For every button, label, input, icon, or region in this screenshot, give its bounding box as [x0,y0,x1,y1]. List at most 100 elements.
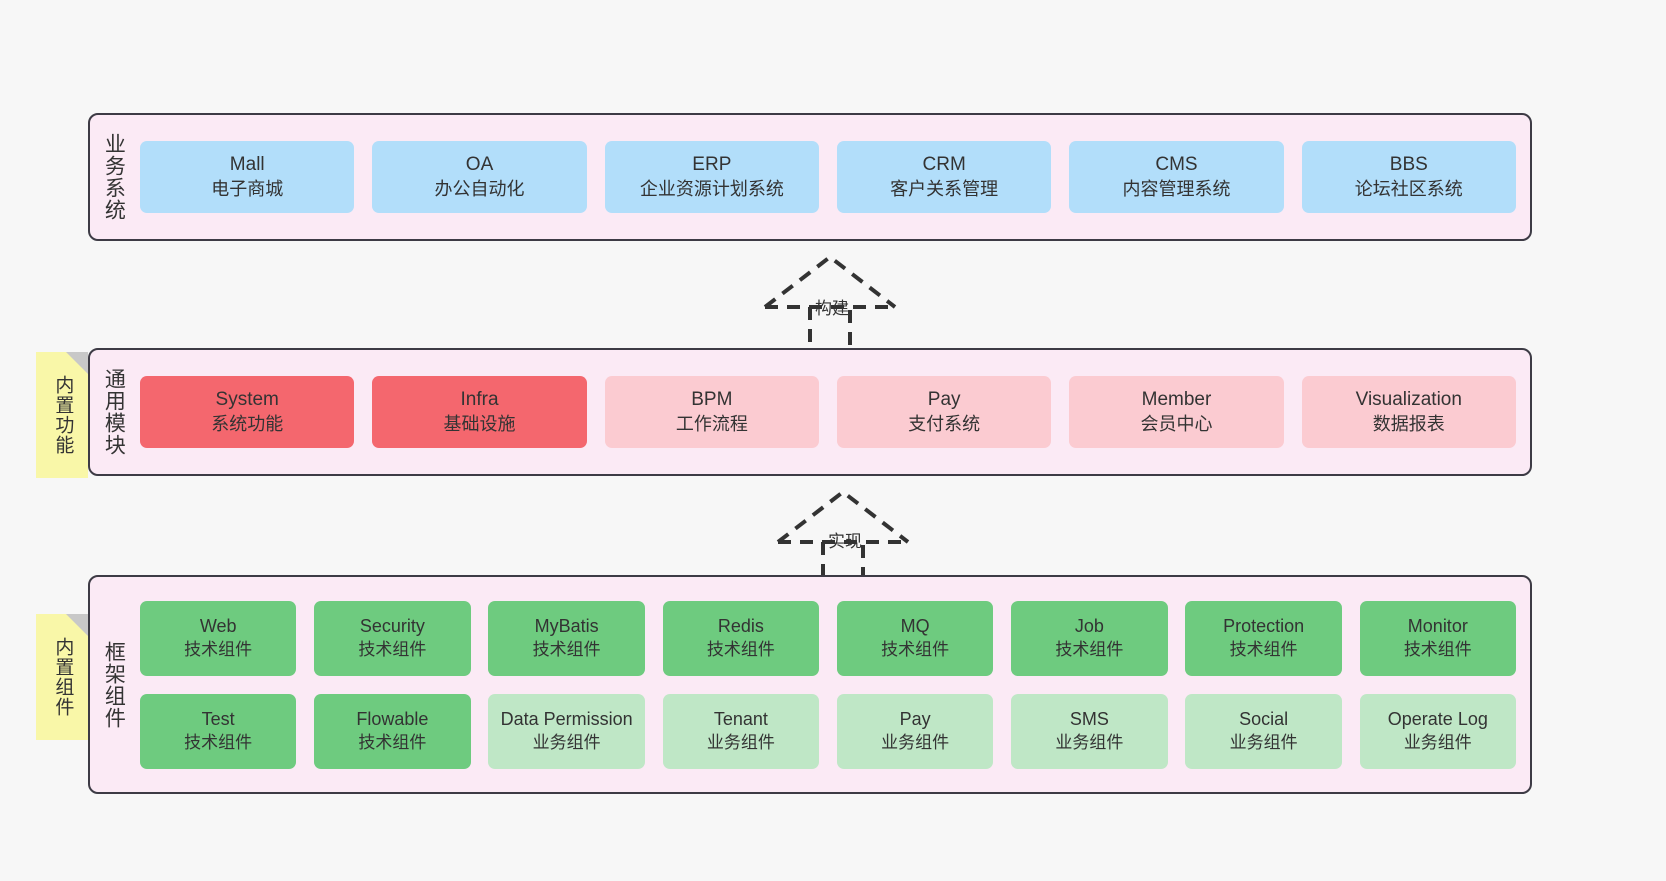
card-title-cn: 业务组件 [881,732,950,752]
card-title-cn: 办公自动化 [434,178,525,199]
card-title-cn: 技术组件 [881,639,950,659]
card-title-en: Redis [717,616,764,637]
card-title-en: Protection [1223,616,1305,637]
card-title-cn: 系统功能 [211,413,284,434]
layer-business-systems: 业务系统 Mall 电子商城 OA 办公自动化 ERP 企业资源计划系统 CRM… [88,113,1532,241]
page-fold-icon [66,614,88,636]
card-title-en: MyBatis [534,616,599,637]
card-title-cn: 业务组件 [706,732,775,752]
card-title-cn: 业务组件 [1403,732,1472,752]
card-social[interactable]: Social 业务组件 [1185,693,1342,769]
card-title-cn: 电子商城 [211,178,284,199]
connector-label-implement: 实现 [828,532,862,551]
layer-title-framework: 框架组件 [102,640,126,729]
sticky-note-label: 内置功能 [52,375,74,455]
card-title-en: CRM [922,153,966,175]
card-title-cn: 技术组件 [1403,639,1472,659]
card-title-cn: 技术组件 [1055,639,1124,659]
connector-build: 构建 [755,252,905,352]
card-crm[interactable]: CRM 客户关系管理 [836,141,1052,213]
layer-body-business: Mall 电子商城 OA 办公自动化 ERP 企业资源计划系统 CRM 客户关系… [136,115,1530,239]
card-title-en: Mall [229,153,265,175]
card-title-en: MQ [900,616,930,637]
card-title-cn: 企业资源计划系统 [639,178,784,199]
card-title-en: System [215,388,279,410]
dashed-generalization-arrow-icon [776,489,910,587]
connector-label-build: 构建 [815,299,849,318]
card-title-en: Infra [460,388,499,410]
card-data-permission[interactable]: Data Permission 业务组件 [488,693,645,769]
card-member[interactable]: Member 会员中心 [1069,376,1284,448]
card-title-cn: 基础设施 [443,413,516,434]
connector-implement: 实现 [768,487,918,587]
card-title-cn: 业务组件 [532,732,601,752]
card-title-en: Data Permission [500,709,633,730]
card-title-en: Security [359,616,425,637]
card-mall[interactable]: Mall 电子商城 [140,141,355,213]
sticky-note-builtin-functions: 内置功能 [36,352,88,478]
card-visualization[interactable]: Visualization 数据报表 [1301,376,1516,448]
card-title-cn: 论坛社区系统 [1354,178,1463,199]
card-title-cn: 客户关系管理 [890,178,999,199]
card-mq[interactable]: MQ 技术组件 [836,600,994,676]
card-sms[interactable]: SMS 业务组件 [1011,693,1168,769]
card-pay-component[interactable]: Pay 业务组件 [836,693,994,769]
card-title-cn: 技术组件 [358,639,427,659]
card-pay-module[interactable]: Pay 支付系统 [836,376,1052,448]
page-fold-icon [66,352,88,374]
card-operate-log[interactable]: Operate Log 业务组件 [1359,693,1516,769]
card-title-cn: 技术组件 [184,639,253,659]
card-title-cn: 技术组件 [1229,639,1298,659]
card-title-cn: 技术组件 [706,639,775,659]
card-title-en: Visualization [1355,388,1462,410]
layer-title-business: 业务系统 [102,133,126,221]
card-title-en: ERP [692,153,732,175]
card-title-en: Pay [927,388,961,410]
card-title-cn: 技术组件 [358,732,427,752]
card-infra[interactable]: Infra 基础设施 [372,376,587,448]
card-title-cn: 内容管理系统 [1122,178,1231,199]
card-bbs[interactable]: BBS 论坛社区系统 [1301,141,1516,213]
card-tenant[interactable]: Tenant 业务组件 [662,693,820,769]
layer-framework-components: 框架组件 Web 技术组件 Security 技术组件 MyBatis 技术组件… [88,575,1532,794]
sticky-note-builtin-components: 内置组件 [36,614,88,740]
layer-body-common: System 系统功能 Infra 基础设施 BPM 工作流程 Pay 支付系统… [136,350,1530,474]
card-title-en: Monitor [1407,616,1468,637]
framework-card-row-2: Test 技术组件 Flowable 技术组件 Data Permission … [140,693,1516,769]
card-title-cn: 数据报表 [1372,413,1445,434]
dashed-generalization-arrow-icon [763,254,897,352]
card-mybatis[interactable]: MyBatis 技术组件 [488,600,645,676]
card-job[interactable]: Job 技术组件 [1011,600,1168,676]
card-title-cn: 工作流程 [675,413,748,434]
card-monitor[interactable]: Monitor 技术组件 [1359,600,1516,676]
card-redis[interactable]: Redis 技术组件 [662,600,820,676]
layer-common-modules: 通用模块 System 系统功能 Infra 基础设施 BPM 工作流程 Pay… [88,348,1532,476]
card-security[interactable]: Security 技术组件 [314,600,471,676]
sticky-note-label: 内置组件 [52,637,74,717]
card-system[interactable]: System 系统功能 [140,376,355,448]
card-title-cn: 支付系统 [908,413,981,434]
card-erp[interactable]: ERP 企业资源计划系统 [604,141,820,213]
card-title-en: Member [1141,388,1212,410]
card-title-cn: 业务组件 [1229,732,1298,752]
card-title-cn: 技术组件 [184,732,253,752]
card-title-en: OA [465,153,494,175]
card-cms[interactable]: CMS 内容管理系统 [1069,141,1284,213]
card-protection[interactable]: Protection 技术组件 [1185,600,1342,676]
card-title-en: BPM [691,388,733,410]
card-web[interactable]: Web 技术组件 [140,600,297,676]
card-flowable[interactable]: Flowable 技术组件 [314,693,471,769]
card-title-en: Web [199,616,237,637]
card-title-en: SMS [1069,709,1109,730]
business-card-row: Mall 电子商城 OA 办公自动化 ERP 企业资源计划系统 CRM 客户关系… [140,141,1516,213]
card-title-cn: 业务组件 [1055,732,1124,752]
card-oa[interactable]: OA 办公自动化 [372,141,587,213]
card-title-en: Operate Log [1387,709,1488,730]
card-test[interactable]: Test 技术组件 [140,693,297,769]
card-title-en: Job [1074,616,1104,637]
common-card-row: System 系统功能 Infra 基础设施 BPM 工作流程 Pay 支付系统… [140,376,1516,448]
card-bpm[interactable]: BPM 工作流程 [604,376,820,448]
card-title-en: Pay [899,709,931,730]
card-title-cn: 会员中心 [1140,413,1213,434]
